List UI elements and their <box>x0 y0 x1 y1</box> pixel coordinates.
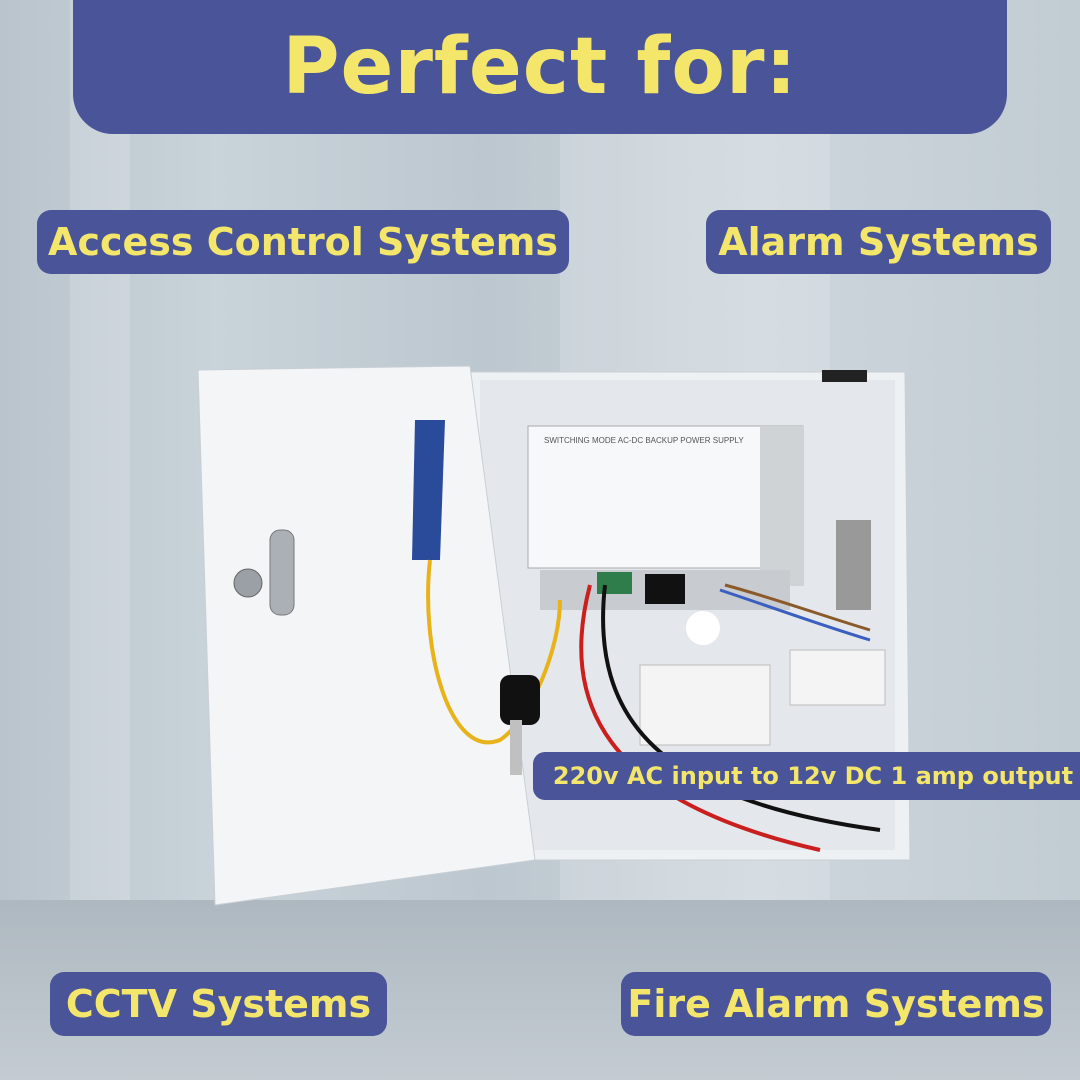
page-title: Perfect for: <box>282 22 798 112</box>
application-alarm: Alarm Systems <box>706 210 1051 274</box>
rocker-switch <box>645 574 685 604</box>
lock-icon <box>233 568 263 598</box>
door-switch <box>412 420 445 560</box>
header-banner: Perfect for: <box>73 0 1007 134</box>
terminal-block <box>597 572 632 594</box>
application-cctv: CCTV Systems <box>50 972 387 1036</box>
application-fire-alarm: Fire Alarm Systems <box>621 972 1051 1036</box>
hinge <box>822 370 867 382</box>
spec-callout: 220v AC input to 12v DC 1 amp output <box>533 752 1080 800</box>
application-access-control: Access Control Systems <box>37 210 569 274</box>
keys <box>500 675 540 725</box>
psu-label-title: SWITCHING MODE AC-DC BACKUP POWER SUPPLY <box>544 436 744 445</box>
